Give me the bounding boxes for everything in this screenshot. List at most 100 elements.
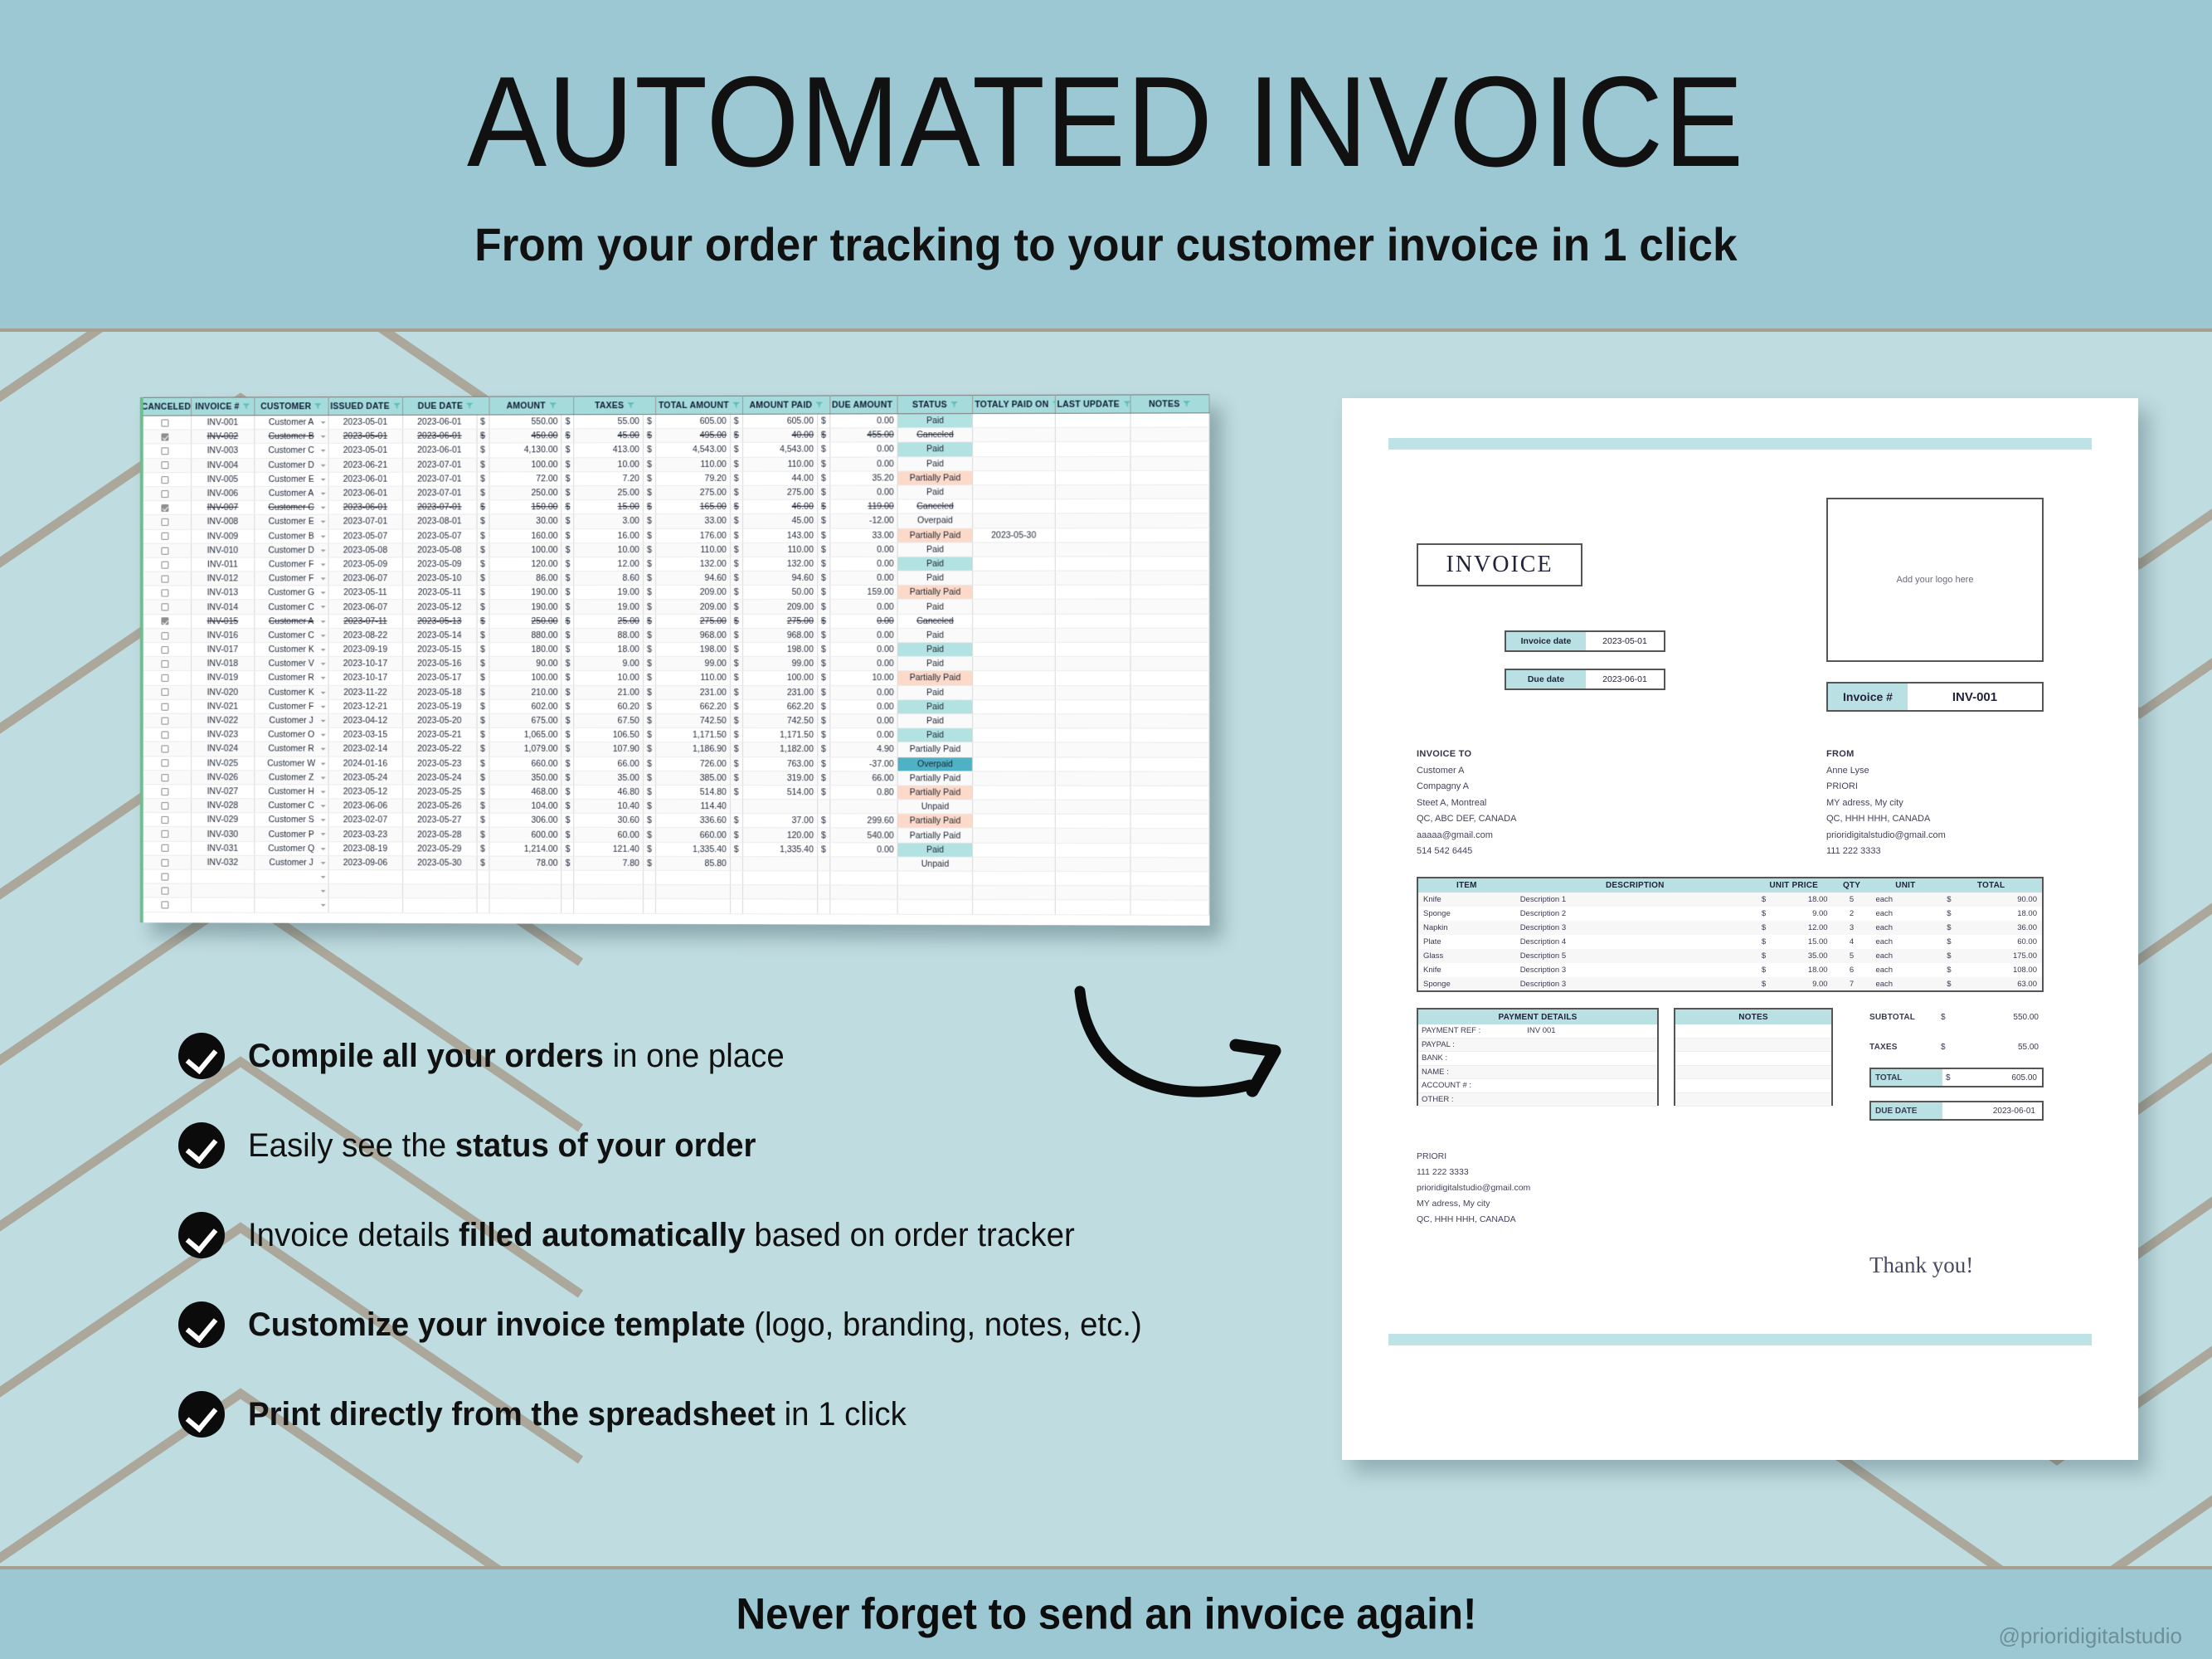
row-customer[interactable]: Customer C <box>254 628 328 643</box>
col-header-last-update[interactable]: LAST UPDATE <box>1054 394 1130 414</box>
row-customer[interactable]: Customer P <box>254 827 328 842</box>
table-row-empty[interactable] <box>139 898 1210 915</box>
filter-icon[interactable] <box>627 402 635 409</box>
row-canceled-checkbox[interactable] <box>139 415 192 431</box>
row-customer[interactable]: Customer A <box>254 486 328 501</box>
col-header-due-amount[interactable]: DUE AMOUNT <box>829 395 904 415</box>
row-customer[interactable]: Customer V <box>254 656 328 671</box>
checkbox-icon[interactable] <box>161 717 169 725</box>
checkbox-icon[interactable] <box>161 433 169 441</box>
checkbox-icon[interactable] <box>161 801 169 810</box>
filter-icon[interactable] <box>1183 401 1191 407</box>
checkbox-icon[interactable] <box>161 475 169 484</box>
col-header-total-amount[interactable]: TOTAL AMOUNT <box>655 396 743 415</box>
checkbox-icon[interactable] <box>161 887 169 895</box>
row-customer[interactable] <box>254 883 328 898</box>
row-canceled-checkbox[interactable] <box>139 727 192 742</box>
row-customer[interactable]: Customer J <box>254 855 328 870</box>
row-canceled-checkbox[interactable] <box>139 883 192 898</box>
checkbox-icon[interactable] <box>161 859 169 867</box>
col-header-amount[interactable]: AMOUNT <box>489 396 575 416</box>
row-canceled-checkbox[interactable] <box>139 542 192 558</box>
payment-detail-row[interactable]: PAYPAL : <box>1418 1038 1657 1052</box>
row-customer[interactable]: Customer O <box>254 727 328 742</box>
checkbox-icon[interactable] <box>161 731 169 739</box>
row-canceled-checkbox[interactable] <box>139 684 192 700</box>
payment-detail-row[interactable]: ACCOUNT # : <box>1418 1079 1657 1093</box>
checkbox-icon[interactable] <box>161 703 169 711</box>
row-notes[interactable] <box>1130 742 1210 757</box>
note-row[interactable] <box>1675 1065 1831 1079</box>
col-header-taxes[interactable]: TAXES <box>574 396 656 415</box>
row-notes[interactable] <box>1130 455 1210 471</box>
row-canceled-checkbox[interactable] <box>139 656 192 671</box>
row-notes[interactable] <box>1130 427 1210 442</box>
note-row[interactable] <box>1675 1079 1831 1093</box>
row-notes[interactable] <box>1130 699 1210 714</box>
filter-icon[interactable] <box>950 401 958 408</box>
filter-icon[interactable] <box>314 403 322 410</box>
row-notes[interactable] <box>1130 757 1210 771</box>
row-notes[interactable] <box>1130 499 1210 513</box>
row-canceled-checkbox[interactable] <box>139 742 192 757</box>
row-notes[interactable] <box>1130 556 1210 572</box>
col-header-invoice[interactable]: INVOICE # <box>191 397 255 416</box>
checkbox-icon[interactable] <box>161 901 169 909</box>
checkbox-icon[interactable] <box>161 518 169 526</box>
row-customer[interactable]: Customer R <box>254 670 328 685</box>
note-row[interactable] <box>1675 1024 1831 1039</box>
row-customer[interactable]: Customer D <box>254 457 328 473</box>
row-customer[interactable]: Customer C <box>254 443 328 459</box>
row-customer[interactable]: Customer Q <box>254 841 328 856</box>
checkbox-icon[interactable] <box>161 547 169 555</box>
checkbox-icon[interactable] <box>161 603 169 611</box>
checkbox-icon[interactable] <box>161 575 169 583</box>
filter-icon[interactable] <box>466 402 474 409</box>
row-notes[interactable] <box>1130 728 1210 743</box>
row-notes[interactable] <box>1130 412 1210 428</box>
col-header-status[interactable]: STATUS <box>897 395 973 414</box>
payment-detail-row[interactable]: BANK : <box>1418 1052 1657 1066</box>
row-canceled-checkbox[interactable] <box>139 528 192 543</box>
row-customer[interactable]: Customer R <box>254 742 328 757</box>
row-customer[interactable]: Customer H <box>254 784 328 799</box>
checkbox-icon[interactable] <box>161 447 169 455</box>
checkbox-icon[interactable] <box>161 617 169 625</box>
row-customer[interactable]: Customer B <box>254 528 328 543</box>
row-customer[interactable]: Customer G <box>254 586 328 601</box>
row-canceled-checkbox[interactable] <box>139 458 192 473</box>
row-notes[interactable] <box>1130 441 1210 456</box>
checkbox-icon[interactable] <box>161 787 169 795</box>
checkbox-icon[interactable] <box>161 533 169 541</box>
row-canceled-checkbox[interactable] <box>139 756 192 771</box>
row-customer[interactable]: Customer W <box>254 756 328 771</box>
row-canceled-checkbox[interactable] <box>139 557 192 572</box>
checkbox-icon[interactable] <box>161 830 169 839</box>
payment-detail-row[interactable]: OTHER : <box>1418 1092 1657 1107</box>
row-canceled-checkbox[interactable] <box>139 670 192 685</box>
row-notes[interactable] <box>1130 542 1210 557</box>
filter-icon[interactable] <box>242 403 250 410</box>
row-notes[interactable] <box>1130 513 1210 528</box>
row-customer[interactable] <box>254 869 328 884</box>
checkbox-icon[interactable] <box>161 745 169 753</box>
row-customer[interactable]: Customer D <box>254 542 328 557</box>
row-customer[interactable]: Customer K <box>254 684 328 700</box>
col-header-customer[interactable]: CUSTOMER <box>254 397 328 416</box>
col-header-due-date[interactable]: DUE DATE <box>402 397 489 416</box>
row-canceled-checkbox[interactable] <box>139 628 192 643</box>
row-customer[interactable]: Customer E <box>254 514 328 529</box>
row-customer[interactable]: Customer F <box>254 571 328 586</box>
